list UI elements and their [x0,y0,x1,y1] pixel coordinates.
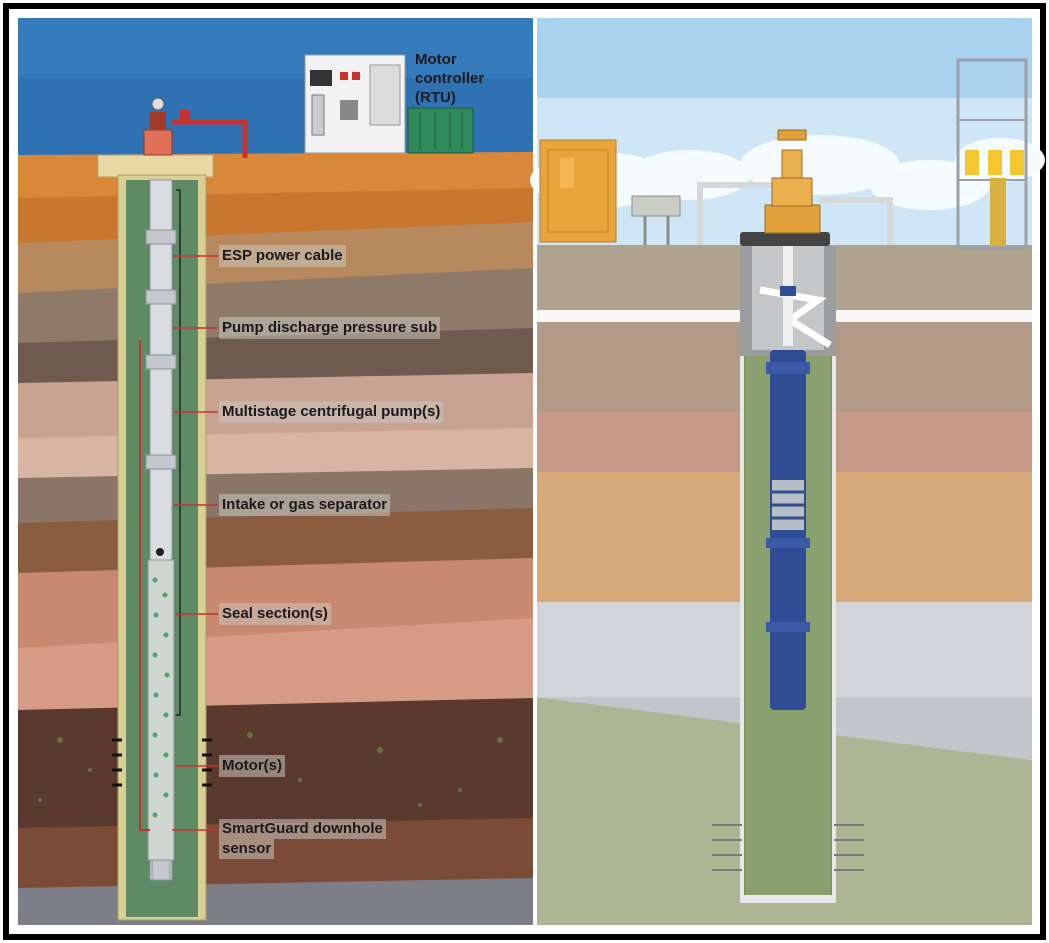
left-panel [18,18,533,925]
multistage-pump-label: Multistage centrifugal pump(s) [219,401,444,423]
motor-controller-label: Motor controller (RTU) [415,50,484,107]
perforations [112,738,212,787]
flowline [172,119,248,158]
right-panel [530,18,1045,925]
wellhead-cap [143,129,173,156]
smartguard-sensor-label: SmartGuard downhole sensor [216,818,452,860]
controller-label-line-1: Motor [415,51,457,68]
smartguard-line-1: SmartGuard downhole [219,819,386,839]
controller-label-line-3: (RTU) [415,89,456,106]
controller-label-line-2: controller [415,70,485,87]
orange-control-box [539,139,617,243]
esp-power-cable-label: ESP power cable [219,245,346,267]
leader-lines [172,255,218,831]
right-perforations [712,824,864,871]
outer-frame [3,3,1046,940]
wellhead [740,129,830,246]
well-pad [97,154,214,178]
smartguard-line-2: sensor [219,839,275,859]
transformer-rack [956,58,1028,250]
junction-box [631,195,681,217]
surface-pipe [697,182,893,245]
motors-label: Motor(s) [219,755,285,777]
intake-gas-separator-label: Intake or gas separator [219,494,391,516]
blue-esp-pump [766,350,810,710]
speckles [38,732,503,807]
esp-cable [139,340,150,831]
motor-section [147,559,175,861]
pump-discharge-pressure-sub-label: Pump discharge pressure sub [219,317,441,339]
transformer-box [407,107,474,154]
seal-sections-label: Seal section(s) [219,603,331,625]
